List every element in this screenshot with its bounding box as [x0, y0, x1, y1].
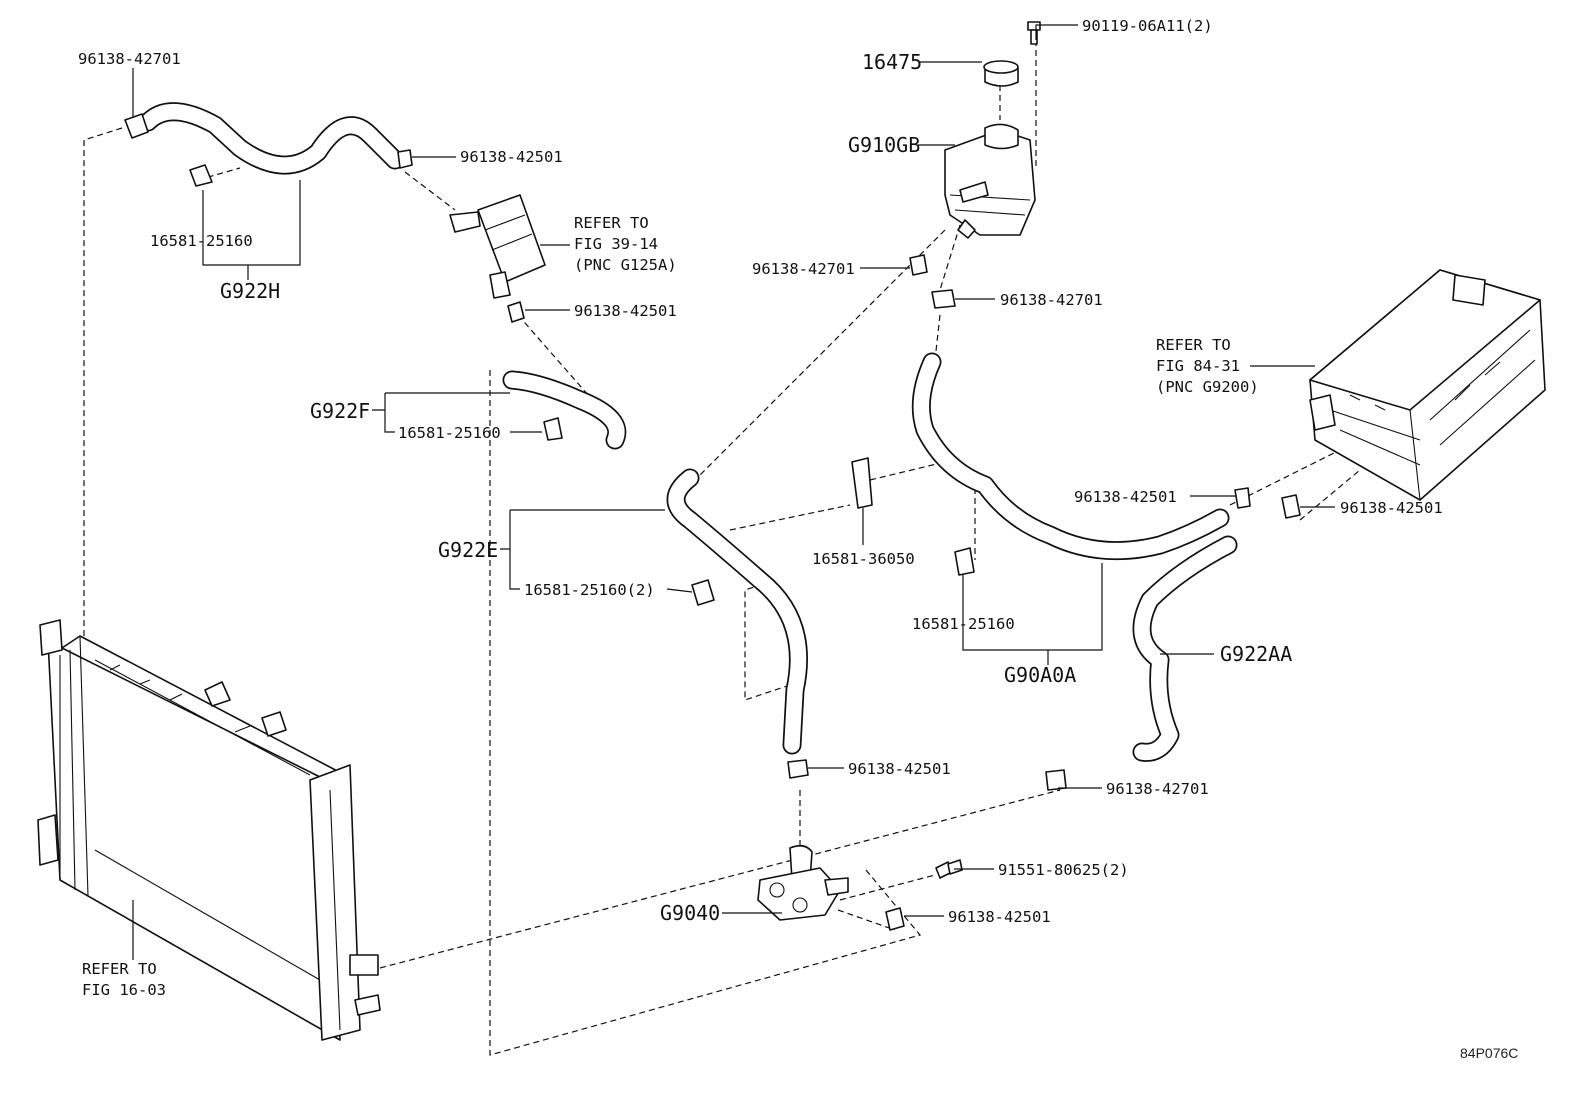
label-refer-84-line2: FIG 84-31 — [1156, 357, 1240, 375]
water-pump-image — [757, 844, 963, 921]
inverter-image — [1309, 269, 1546, 501]
label-clamp-16581-36050: 16581-36050 — [812, 550, 915, 568]
label-refer-39-line1: REFER TO — [574, 214, 649, 232]
label-bolt-91551: 91551-80625(2) — [998, 861, 1129, 879]
label-clamp-96138-42501-pump2: 96138-42501 — [948, 908, 1051, 926]
hoses — [138, 102, 1238, 762]
label-tank-g910gb: G910GB — [848, 133, 920, 157]
label-refer-84-line3: (PNC G9200) — [1156, 378, 1259, 396]
label-refer-39-line3: (PNC G125A) — [574, 256, 677, 274]
label-pump-g9040: G9040 — [660, 901, 720, 925]
label-clamp-16581-25160-f: 16581-25160 — [398, 424, 501, 442]
label-bolt-90119: 90119-06A11(2) — [1082, 17, 1213, 35]
label-clamp-96138-42701-top: 96138-42701 — [78, 50, 181, 68]
radiator-image — [37, 619, 381, 1041]
label-hose-g922aa: G922AA — [1220, 642, 1292, 666]
label-clamp-96138-42501-h: 96138-42501 — [460, 148, 563, 166]
hose-clamps — [124, 113, 1301, 931]
label-clamp-16581-25160-e: 16581-25160(2) — [524, 581, 655, 599]
label-cap-16475: 16475 — [862, 50, 922, 74]
label-clamp-96138-42701-low: 96138-42701 — [1106, 780, 1209, 798]
connector-pipe-image — [449, 194, 546, 299]
reservoir-tank-image — [944, 21, 1041, 239]
label-hose-g90a0a: G90A0A — [1004, 663, 1076, 687]
label-hose-g922h: G922H — [220, 279, 280, 303]
label-clamp-96138-42501-mid: 96138-42501 — [574, 302, 677, 320]
label-clamp-96138-42701-r2: 96138-42701 — [1000, 291, 1103, 309]
label-refer-39-line2: FIG 39-14 — [574, 235, 658, 253]
part-labels: 96138-42701 96138-42501 16581-25160 G922… — [78, 17, 1518, 1061]
label-clamp-16581-25160-h: 16581-25160 — [150, 232, 253, 250]
assembly-dashed-lines — [83, 40, 1361, 1056]
label-refer-16-line1: REFER TO — [82, 960, 157, 978]
label-hose-g922e: G922E — [438, 538, 498, 562]
label-clamp-96138-42701-r1: 96138-42701 — [752, 260, 855, 278]
label-clamp-96138-42501-r1: 96138-42501 — [1074, 488, 1177, 506]
diagram-code: 84P076C — [1460, 1045, 1518, 1061]
leader-lines — [132, 24, 1335, 960]
label-clamp-96138-42501-pump: 96138-42501 — [848, 760, 951, 778]
label-hose-g922f: G922F — [310, 399, 370, 423]
label-clamp-16581-25160-a: 16581-25160 — [912, 615, 1015, 633]
label-refer-16-line2: FIG 16-03 — [82, 981, 166, 999]
label-clamp-96138-42501-r2: 96138-42501 — [1340, 499, 1443, 517]
label-refer-84-line1: REFER TO — [1156, 336, 1231, 354]
